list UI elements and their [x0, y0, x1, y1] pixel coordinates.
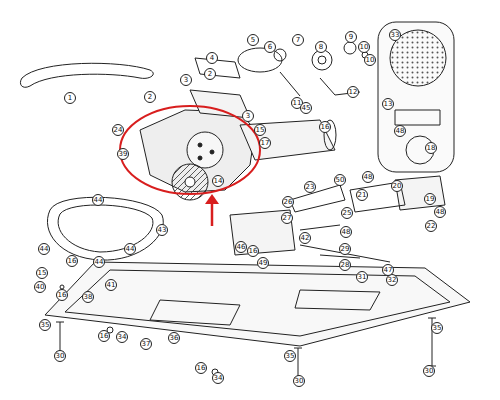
callout-number: 40	[34, 281, 46, 293]
callout-number: 34	[212, 372, 224, 384]
callout-number: 47	[382, 264, 394, 276]
callout-number: 30	[54, 350, 66, 362]
callout-number: 25	[341, 207, 353, 219]
callout-number: 14	[212, 175, 224, 187]
highlight-arrowhead	[205, 194, 219, 204]
highlight-arrow	[211, 202, 214, 226]
callout-number: 33	[389, 29, 401, 41]
callout-number: 2	[204, 68, 216, 80]
callout-number: 43	[156, 224, 168, 236]
highlight-ellipse	[120, 106, 260, 194]
callout-number: 21	[356, 189, 368, 201]
callout-number: 1	[64, 92, 76, 104]
callout-number: 44	[93, 256, 105, 268]
callout-number: 34	[116, 331, 128, 343]
callout-number: 31	[356, 271, 368, 283]
callout-number: 44	[92, 194, 104, 206]
callout-number: 13	[382, 98, 394, 110]
callout-number: 5	[247, 34, 259, 46]
callout-number: 20	[391, 180, 403, 192]
callout-number: 48	[434, 206, 446, 218]
callout-number: 49	[257, 257, 269, 269]
callout-number: 16	[319, 121, 331, 133]
callout-number: 48	[394, 125, 406, 137]
callout-number: 16	[195, 362, 207, 374]
callout-number: 24	[112, 124, 124, 136]
callout-number: 17	[259, 137, 271, 149]
callout-number: 16	[66, 255, 78, 267]
callout-number: 37	[140, 338, 152, 350]
callout-number: 45	[300, 102, 312, 114]
callout-number: 29	[339, 243, 351, 255]
callout-number: 16	[56, 289, 68, 301]
callout-number: 48	[340, 226, 352, 238]
callout-number: 6	[264, 41, 276, 53]
callout-number: 41	[105, 279, 117, 291]
callout-number: 3	[180, 74, 192, 86]
callout-number: 7	[292, 34, 304, 46]
callout-number: 15	[36, 267, 48, 279]
callout-number: 8	[315, 41, 327, 53]
callout-number: 44	[124, 243, 136, 255]
callout-number: 44	[38, 243, 50, 255]
callout-number: 22	[425, 220, 437, 232]
callout-number: 36	[168, 332, 180, 344]
callout-number: 27	[281, 212, 293, 224]
callout-number: 15	[254, 124, 266, 136]
callout-number: 12	[347, 86, 359, 98]
callout-number: 50	[334, 174, 346, 186]
callout-number: 26	[282, 196, 294, 208]
callout-number: 18	[425, 142, 437, 154]
callout-number: 35	[284, 350, 296, 362]
callout-number: 30	[293, 375, 305, 387]
callout-number: 9	[345, 31, 357, 43]
callout-number: 48	[362, 171, 374, 183]
callout-number: 10	[364, 54, 376, 66]
callout-number: 39	[117, 148, 129, 160]
callout-number: 35	[39, 319, 51, 331]
callout-number: 28	[339, 259, 351, 271]
callout-number: 23	[304, 181, 316, 193]
callout-number: 16	[247, 245, 259, 257]
callout-number: 38	[82, 291, 94, 303]
callout-number: 19	[424, 193, 436, 205]
callout-number: 4	[206, 52, 218, 64]
callout-number: 3	[242, 110, 254, 122]
callout-number: 42	[299, 232, 311, 244]
callout-number: 16	[98, 330, 110, 342]
callout-number: 46	[235, 241, 247, 253]
callout-number: 2	[144, 91, 156, 103]
callout-number: 35	[431, 322, 443, 334]
callout-number: 10	[358, 41, 370, 53]
callout-number: 30	[423, 365, 435, 377]
